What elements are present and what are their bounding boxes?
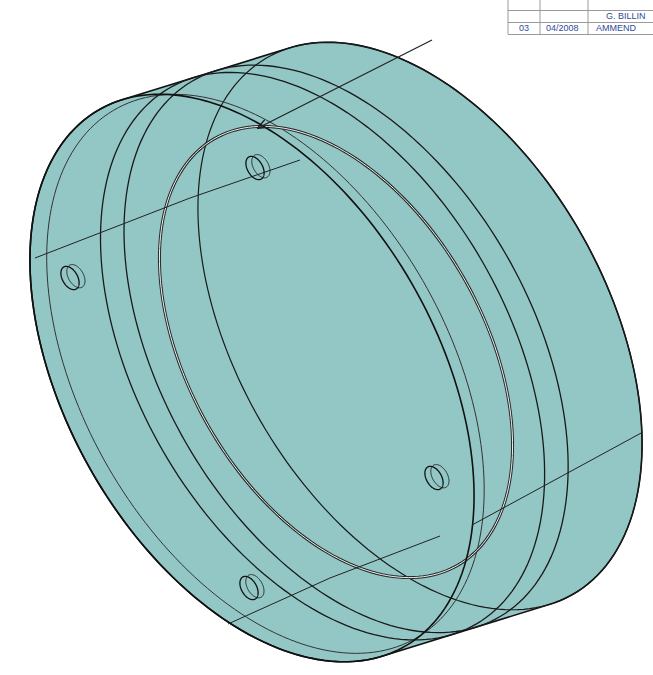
groove-edge	[124, 65, 568, 633]
construction-line	[330, 536, 440, 578]
construction-line	[472, 432, 643, 525]
mounting-hole	[240, 576, 258, 599]
view-arrow	[258, 40, 432, 128]
revision-note: AMMEND	[596, 23, 636, 34]
construction-line	[228, 578, 330, 624]
cylinder-silhouette	[30, 42, 642, 662]
mounting-hole	[425, 466, 443, 489]
front-face-edge	[30, 94, 474, 662]
hole-inner	[252, 155, 270, 178]
recess-edge-highlight	[159, 126, 512, 577]
revision-table	[508, 0, 653, 35]
drafter-name: G. BILLIN	[606, 11, 646, 22]
construction-line	[190, 160, 300, 198]
construction-line	[35, 198, 190, 258]
revision-date: 04/2008	[546, 23, 579, 34]
lip-edge	[47, 94, 484, 653]
cylinder-part	[30, 40, 643, 662]
hole-inner	[431, 465, 449, 488]
groove-edge	[101, 72, 545, 640]
revision-number: 03	[519, 23, 529, 34]
hole-inner	[67, 265, 85, 288]
hole-inner	[246, 575, 264, 598]
recess-edge	[159, 126, 512, 577]
mounting-hole	[246, 156, 264, 179]
mounting-hole	[61, 266, 79, 289]
